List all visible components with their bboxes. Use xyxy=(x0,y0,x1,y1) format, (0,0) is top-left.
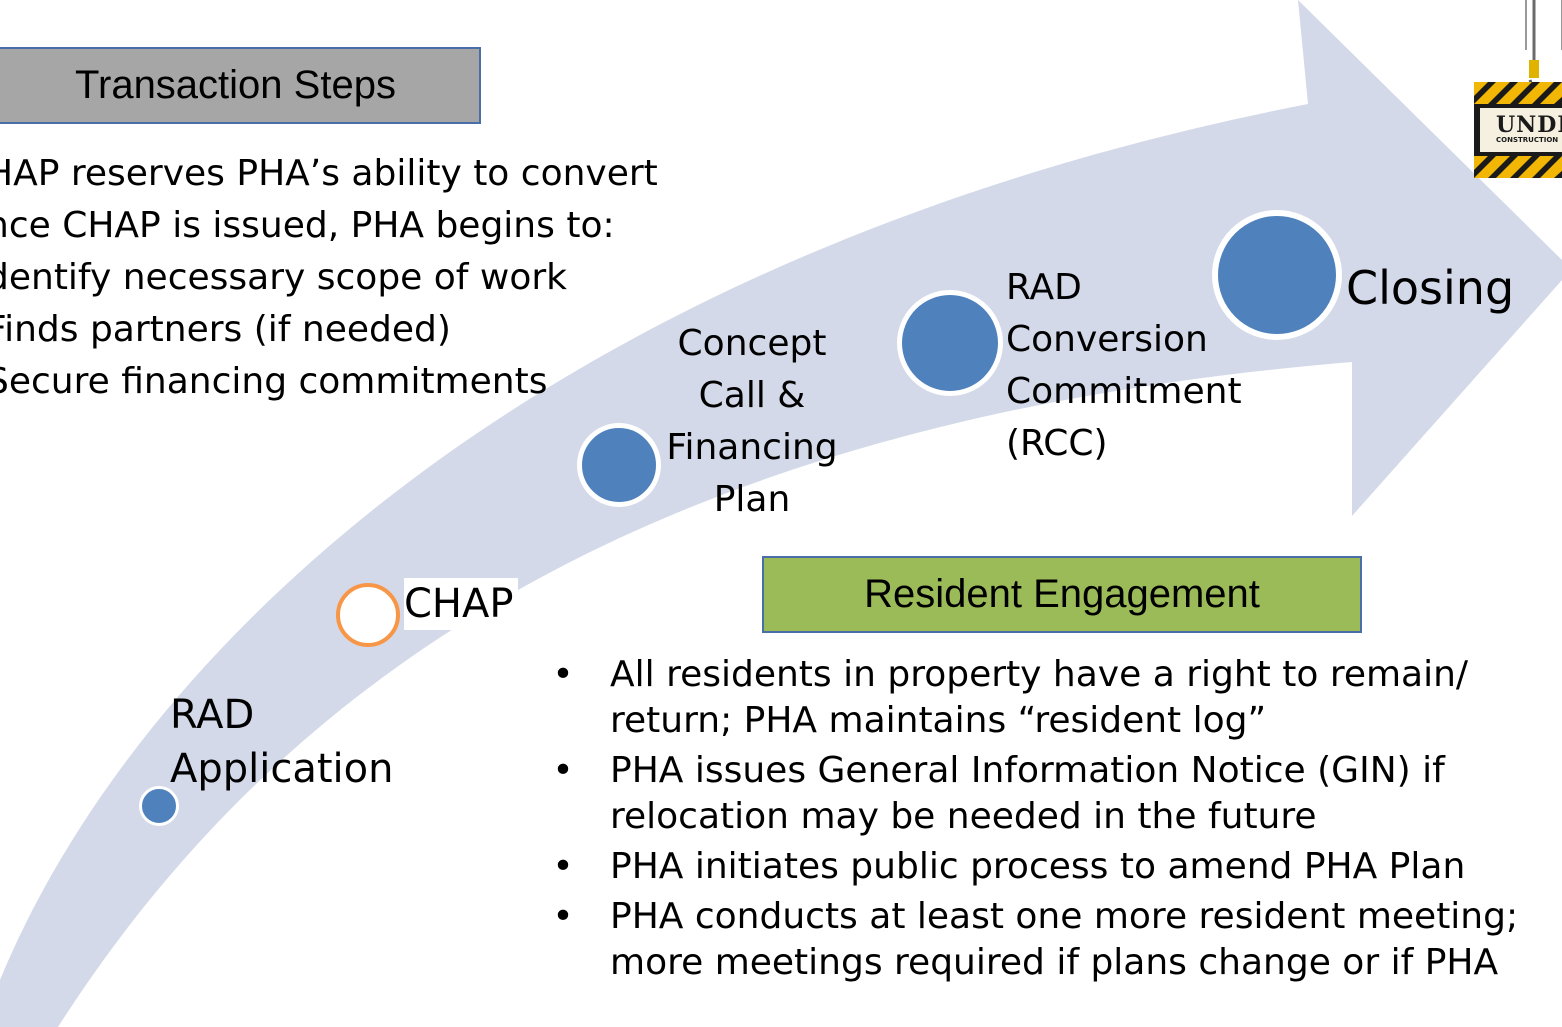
sign-subtext: CONSTRUCTION xyxy=(1496,136,1559,144)
step-marker-chap xyxy=(336,583,400,647)
bullet-marker: • xyxy=(552,896,574,937)
transaction-steps-header: Transaction Steps xyxy=(0,47,481,124)
transaction-line: Secure financing commitments xyxy=(0,361,548,402)
crane-hook-icon xyxy=(1474,0,1562,178)
transaction-line: Finds partners (if needed) xyxy=(0,309,451,350)
transaction-line: nce CHAP is issued, PHA begins to: xyxy=(0,205,615,246)
step-label-concept: Concept Call & Financing Plan xyxy=(666,323,838,520)
sign-text: UNDER xyxy=(1496,112,1562,138)
list-item: • All residents in property have a right… xyxy=(548,652,1562,744)
bullet-marker: • xyxy=(552,654,574,695)
transaction-line: dentify necessary scope of work xyxy=(0,257,568,298)
bullet-marker: • xyxy=(552,846,574,887)
bullet-marker: • xyxy=(552,750,574,791)
step-label-rad-application: RAD Application xyxy=(170,692,394,792)
step-marker-rad-application xyxy=(139,786,179,826)
list-item: • PHA conducts at least one more residen… xyxy=(548,894,1562,986)
resident-engagement-list: • All residents in property have a right… xyxy=(548,652,1562,990)
transaction-steps-text: HAP reserves PHA’s ability to convert nc… xyxy=(0,148,658,408)
under-construction-sign: UNDER CONSTRUCTION xyxy=(1474,0,1562,180)
list-item: • PHA issues General Information Notice … xyxy=(548,748,1562,840)
resident-engagement-label: Resident Engagement xyxy=(864,572,1260,616)
transaction-steps-label: Transaction Steps xyxy=(75,63,396,107)
step-marker-concept xyxy=(577,423,661,507)
transaction-line: HAP reserves PHA’s ability to convert xyxy=(0,153,658,194)
step-marker-rcc xyxy=(897,290,1003,396)
step-marker-closing xyxy=(1212,210,1342,340)
list-item: • PHA initiates public process to amend … xyxy=(548,844,1562,890)
step-label-chap: CHAP xyxy=(404,578,518,630)
step-label-rcc: RAD Conversion Commitment (RCC) xyxy=(1006,267,1242,464)
resident-engagement-header: Resident Engagement xyxy=(762,556,1362,633)
step-label-closing: Closing xyxy=(1346,261,1515,315)
